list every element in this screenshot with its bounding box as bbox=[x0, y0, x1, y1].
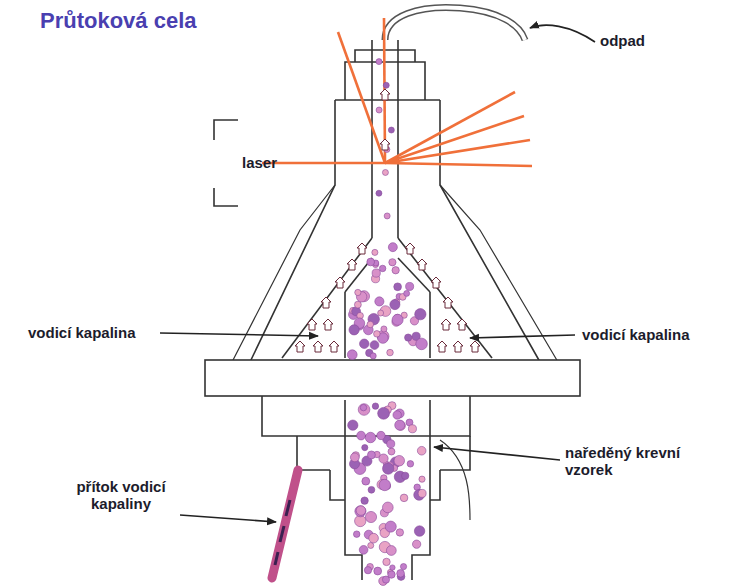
flow-cell-body bbox=[205, 40, 580, 580]
laser-label: laser bbox=[242, 154, 277, 171]
sheath-inflow-tube bbox=[272, 470, 298, 578]
laser-beam bbox=[262, 18, 532, 166]
sheath-fluid-label: vodicí kapalina bbox=[582, 326, 690, 343]
flow-arrows bbox=[295, 89, 480, 352]
sheath-fluid-label: vodicí kapalina bbox=[28, 324, 136, 341]
leader-lines bbox=[160, 25, 595, 522]
sheath-inflow-label: přítok vodicí kapaliny bbox=[62, 478, 180, 513]
waste-tube-inner bbox=[385, 7, 525, 40]
waste-label: odpad bbox=[600, 32, 645, 49]
waste-tube bbox=[385, 7, 525, 40]
laser-housing bbox=[214, 120, 238, 206]
sheath-flow-marks bbox=[275, 500, 290, 565]
blood-cells bbox=[347, 59, 427, 586]
sample-label: naředěný krevní vzorek bbox=[565, 444, 685, 479]
diagram-title: Průtoková cela bbox=[40, 8, 197, 33]
